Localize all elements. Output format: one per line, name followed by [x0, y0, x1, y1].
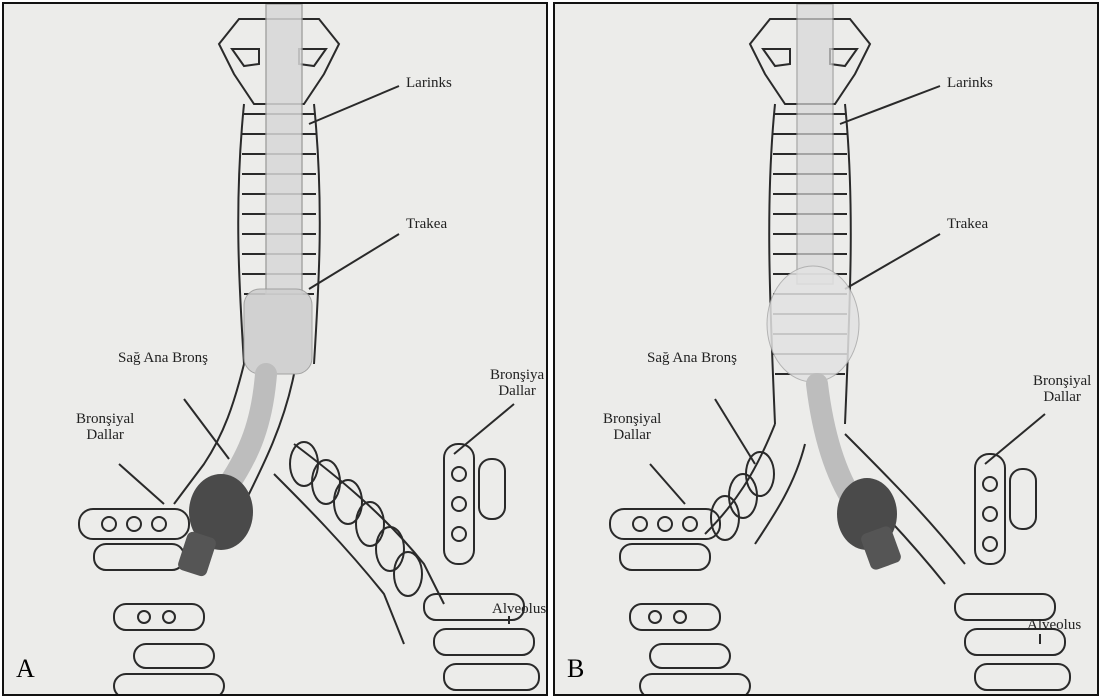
airway-diagram-a — [4, 4, 548, 696]
label-bronsiyal-right: Bronşiyal Dallar — [1033, 374, 1091, 406]
label-alveolus: Alveolus — [1027, 618, 1081, 634]
right-branches-a — [424, 444, 539, 690]
panel-letter: B — [567, 654, 584, 684]
right-branches-b — [955, 454, 1070, 690]
airway-diagram-b — [555, 4, 1099, 696]
label-bronsiyal-left: Bronşiyal Dallar — [603, 412, 661, 444]
label-trakea: Trakea — [406, 217, 447, 233]
tube-cuff-upper — [767, 266, 859, 382]
panel-a: Larinks Trakea Sağ Ana Bronş Bronşiyal D… — [2, 2, 548, 696]
left-branches-b — [610, 509, 750, 696]
tube-cuff-upper — [244, 289, 312, 374]
endotracheal-tube-b — [767, 4, 903, 571]
label-bronsiyal-left: Bronşiyal Dallar — [76, 412, 134, 444]
label-trakea: Trakea — [947, 217, 988, 233]
label-sag-ana-brons: Sağ Ana Bronş — [647, 351, 737, 367]
left-bronchus-rings — [290, 442, 422, 596]
panel-b: Larinks Trakea Sağ Ana Bronş Bronşiyal D… — [553, 2, 1099, 696]
label-larinks: Larinks — [947, 76, 993, 92]
label-bronsiyal-right: Bronşiya Dallar — [490, 368, 544, 400]
label-sag-ana-brons: Sağ Ana Bronş — [118, 351, 208, 367]
label-alveolus: Alveolus — [492, 602, 546, 618]
label-larinks: Larinks — [406, 76, 452, 92]
panel-letter: A — [16, 654, 35, 684]
